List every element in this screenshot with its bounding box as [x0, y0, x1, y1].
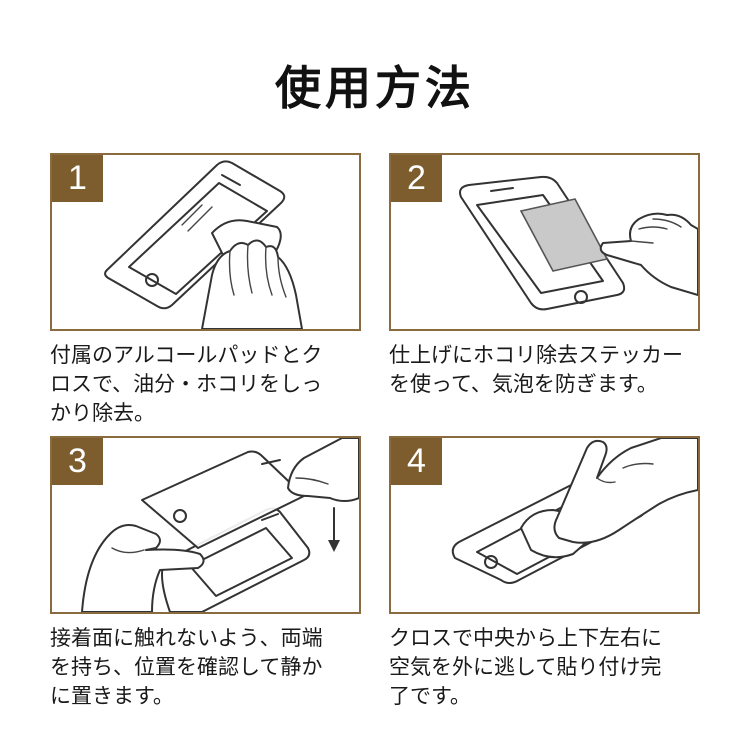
- page-title: 使用方法: [275, 61, 475, 115]
- step-2-panel: 2: [389, 153, 700, 331]
- step-2-number: 2: [391, 155, 442, 202]
- step-4-number: 4: [391, 438, 442, 485]
- step-3-number: 3: [52, 438, 103, 485]
- step-3-text: 接着面に触れないよう、両端 を持ち、位置を確認して静か に置きます。: [50, 626, 323, 708]
- step-4-panel: 4: [389, 436, 700, 614]
- cloth-pressing-illustration: [451, 438, 698, 584]
- step-2: 2 仕上げにホコリ除去ステッカー を使って、気泡を防ぎます。: [389, 153, 700, 399]
- step-3: 3 接着面に触れないよう、両端 を持ち、位置を確認して静か に置きます。: [50, 436, 361, 711]
- step-1-text: 付属のアルコールパッドとク ロスで、油分・ホコリをしっ かり除去。: [50, 343, 323, 425]
- step-1-number: 1: [52, 155, 103, 202]
- step-3-panel: 3: [50, 436, 361, 614]
- step-1-panel: 1: [50, 153, 361, 331]
- placing-film-illustration: [81, 438, 359, 612]
- step-1: 1 付属のアルコールパッドとク ロスで、油分・ホコリをしっ かり除去。: [50, 153, 361, 428]
- step-4: 4 クロスで中央から上下左右に 空気を外に逃して貼り付け完 了です。: [389, 436, 700, 711]
- step-4-text: クロスで中央から上下左右に 空気を外に逃して貼り付け完 了です。: [389, 626, 662, 708]
- step-2-text: 仕上げにホコリ除去ステッカー を使って、気泡を防ぎます。: [389, 343, 683, 396]
- dust-sticker-illustration: [459, 175, 698, 311]
- phone-wiping-illustration: [104, 160, 303, 329]
